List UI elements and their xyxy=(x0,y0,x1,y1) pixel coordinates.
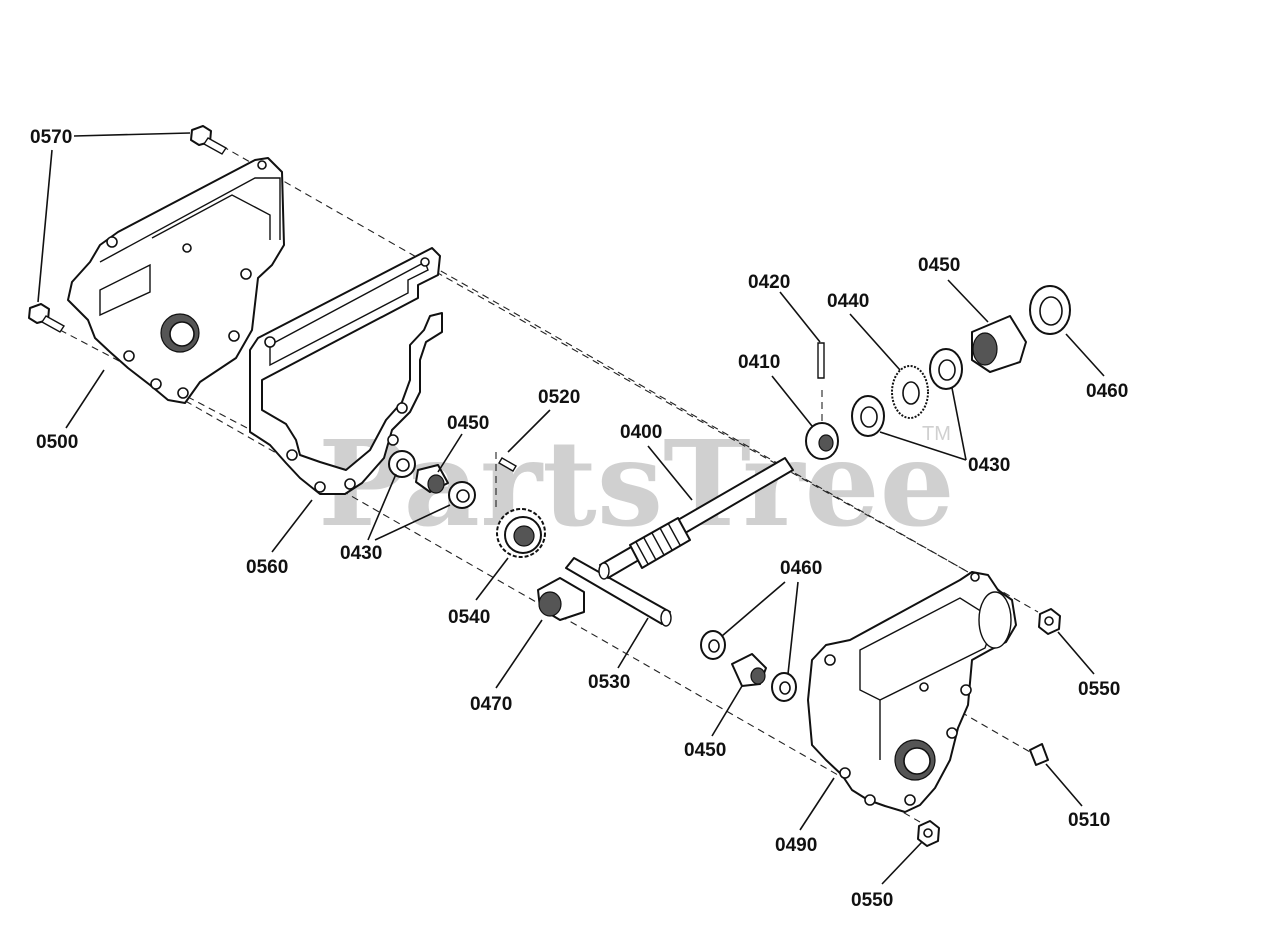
gear-0540 xyxy=(496,508,546,558)
callout-0500: 0500 xyxy=(36,432,78,453)
cross-shaft-0530 xyxy=(565,557,672,627)
washer-0430-right xyxy=(851,395,885,437)
bolt-0570-left xyxy=(28,303,66,333)
callout-0400: 0400 xyxy=(620,422,662,443)
washer-0460-mid-2 xyxy=(771,672,797,702)
worm-shaft-0400 xyxy=(598,457,794,580)
washer-0460-right xyxy=(1029,285,1071,335)
callout-labels: 0570 0500 0560 0430 0450 0520 0400 0540 … xyxy=(30,127,1128,911)
callout-0530: 0530 xyxy=(588,672,630,693)
washer-0430-right-2 xyxy=(929,348,963,390)
callout-0450-left: 0450 xyxy=(447,413,489,434)
callout-0550-top: 0550 xyxy=(1078,679,1120,700)
callout-0460-right: 0460 xyxy=(1086,381,1128,402)
callout-0420: 0420 xyxy=(748,272,790,293)
callout-0570: 0570 xyxy=(30,127,72,148)
nut-0550-top xyxy=(1038,608,1061,635)
callout-0440: 0440 xyxy=(827,291,869,312)
washer-0430-left xyxy=(388,450,416,478)
callout-0470: 0470 xyxy=(470,694,512,715)
bolt-0570-top xyxy=(190,125,228,155)
nut-0550-bottom xyxy=(917,820,940,847)
bearing-0470 xyxy=(537,577,585,621)
pin-0420 xyxy=(817,342,825,379)
setscrew-0510 xyxy=(1029,743,1049,766)
callout-0490: 0490 xyxy=(775,835,817,856)
callout-0430-left: 0430 xyxy=(340,543,382,564)
bearing-0450-right xyxy=(971,315,1027,373)
callout-0450-right: 0450 xyxy=(918,255,960,276)
right-housing-part xyxy=(807,571,1017,813)
bearing-0450-mid xyxy=(731,653,767,687)
washer-0430-left-2 xyxy=(448,481,476,509)
gasket-part xyxy=(249,247,443,495)
left-housing-part xyxy=(67,157,285,404)
callout-0540: 0540 xyxy=(448,607,490,628)
callout-0550-bottom: 0550 xyxy=(851,890,893,911)
callout-0430-right: 0430 xyxy=(968,455,1010,476)
callout-0510: 0510 xyxy=(1068,810,1110,831)
callout-0410: 0410 xyxy=(738,352,780,373)
pin-0520 xyxy=(498,457,517,472)
thrust-bearing-0440 xyxy=(891,365,929,419)
leader-lines xyxy=(37,132,1105,885)
callout-0520: 0520 xyxy=(538,387,580,408)
collar-0410 xyxy=(805,422,839,460)
callout-0460-mid: 0460 xyxy=(780,558,822,579)
bearing-0450-left xyxy=(415,464,449,494)
callout-0560: 0560 xyxy=(246,557,288,578)
callout-0450-mid: 0450 xyxy=(684,740,726,761)
watermark-trademark: TM xyxy=(922,423,951,445)
washer-0460-mid xyxy=(700,630,726,660)
